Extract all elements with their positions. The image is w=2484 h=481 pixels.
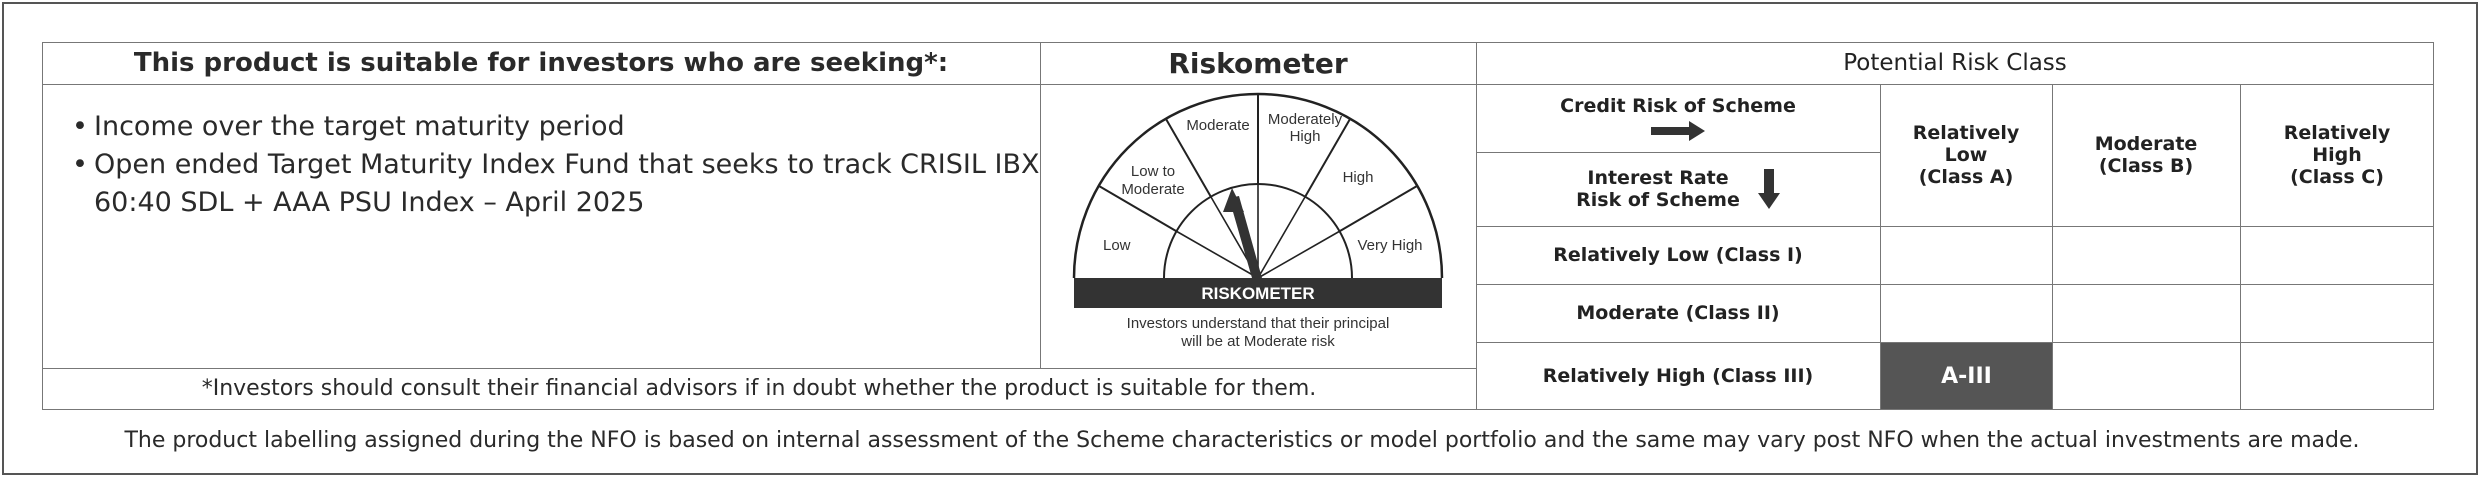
column-header-line: High	[2312, 144, 2362, 166]
column-header-class-c: Relatively High (Class C)	[2240, 84, 2434, 226]
arrow-right-icon	[1651, 121, 1705, 141]
interest-rate-line: Risk of Scheme	[1576, 189, 1740, 211]
suitability-heading: This product is suitable for investors w…	[133, 48, 949, 78]
suitability-bullets: Income over the target maturity period O…	[72, 108, 1039, 222]
bullet-item: Open ended Target Maturity Index Fund th…	[72, 146, 1039, 222]
credit-risk-text: Credit Risk of Scheme	[1560, 95, 1796, 117]
dial-spoke	[1257, 230, 1341, 279]
segment-label-low: Low	[1103, 237, 1131, 254]
dial-divider	[1304, 118, 1351, 198]
riskometer-band	[1074, 278, 1442, 308]
segment-label-high: High	[1343, 169, 1374, 186]
divider-header	[42, 84, 2434, 85]
dial-needle	[1229, 196, 1262, 278]
row-label-class-i: Relatively Low (Class I)	[1553, 244, 1803, 266]
divider-prc2	[2052, 84, 2053, 410]
interest-rate-label: Interest Rate Risk of Scheme	[1476, 152, 1880, 226]
divider-prc1	[1880, 84, 1881, 410]
segment-label-moderately-high: High	[1290, 128, 1321, 145]
interest-rate-text: Interest Rate Risk of Scheme	[1576, 167, 1740, 211]
dial-needle-tip	[1223, 188, 1244, 212]
bullet-line: Open ended Target Maturity Index Fund th…	[94, 149, 1040, 180]
column-header-line: Moderate	[2094, 133, 2198, 155]
riskometer-band-label: RISKOMETER	[1201, 284, 1314, 303]
segment-label-very-high: Very High	[1357, 237, 1422, 254]
segment-label-low-to-moderate: Moderate	[1121, 181, 1184, 198]
footer-note: The product labelling assigned during th…	[124, 427, 2360, 453]
bullet-item: Income over the target maturity period	[72, 108, 1039, 146]
dial-spoke	[1175, 230, 1259, 279]
row-label-class-ii: Moderate (Class II)	[1576, 302, 1780, 324]
divider-prc-row1	[1476, 226, 2434, 227]
prc-heading: Potential Risk Class	[1843, 50, 2067, 76]
dial-spoke	[1257, 196, 1306, 279]
consult-disclaimer: *Investors should consult their financia…	[201, 375, 1317, 401]
segment-label-moderate: Moderate	[1186, 117, 1249, 134]
column-header-line: Relatively	[2283, 122, 2391, 144]
segment-label-moderately: Moderately	[1268, 111, 1343, 128]
column-header-class-a: Relatively Low (Class A)	[1880, 84, 2052, 226]
dial-divider	[1098, 185, 1177, 232]
divider-prc-row2	[1476, 284, 2434, 285]
column-header-line: (Class B)	[2098, 155, 2194, 177]
dial-divider	[1165, 118, 1212, 198]
riskometer-graphic: Low Low to Moderate Moderate Moderately …	[1072, 92, 1444, 350]
column-header-line: Relatively	[1912, 122, 2020, 144]
riskometer-caption-1: Investors understand that their principa…	[1127, 315, 1390, 332]
column-header-line: (Class C)	[2290, 166, 2384, 188]
riskometer-caption-2: will be at Moderate risk	[1180, 333, 1335, 350]
divider-prc3	[2240, 84, 2241, 410]
arrow-down-icon	[1757, 169, 1780, 209]
segment-label-low-to: Low to	[1131, 163, 1175, 180]
column-header-line: (Class A)	[1918, 166, 2014, 188]
divider-col1	[1040, 42, 1041, 368]
column-header-line: Low	[1944, 144, 1988, 166]
row-label-class-iii: Relatively High (Class III)	[1542, 365, 1814, 387]
interest-rate-line: Interest Rate	[1587, 167, 1729, 189]
riskometer-heading: Riskometer	[1168, 46, 1348, 80]
column-header-class-b: Moderate (Class B)	[2052, 84, 2240, 226]
divider-prc-row3	[1476, 342, 2434, 343]
credit-risk-label: Credit Risk of Scheme	[1476, 84, 1880, 152]
prc-highlight-cell: A-III	[1881, 343, 2052, 409]
divider-consult	[42, 368, 1476, 369]
bullet-line: 60:40 SDL + AAA PSU Index – April 2025	[94, 187, 645, 218]
divider-prc-row0	[1476, 152, 1880, 153]
dial-divider	[1339, 185, 1418, 232]
